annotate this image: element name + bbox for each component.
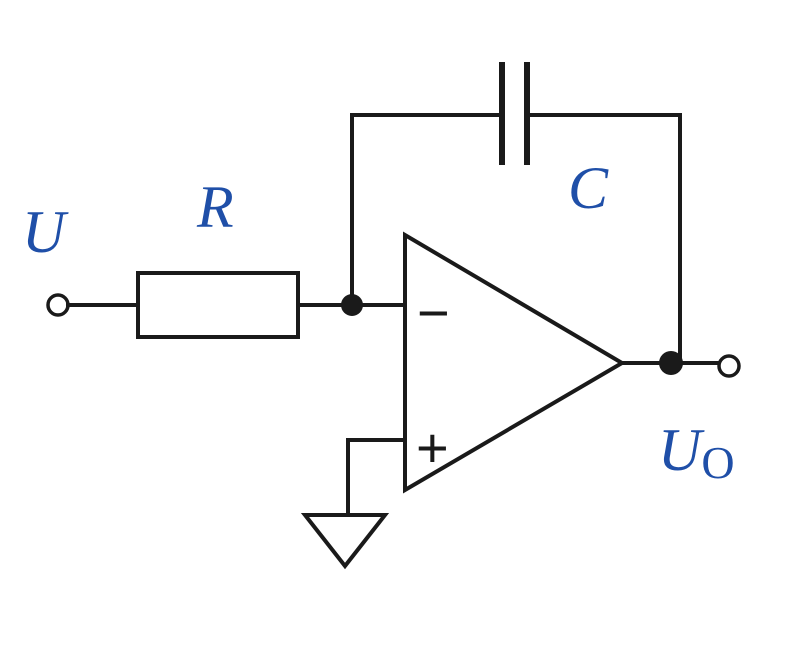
ground-icon	[300, 513, 390, 570]
output-node-dot	[659, 351, 683, 375]
resistor-label: R	[196, 174, 234, 240]
feedback-wire-right	[527, 113, 682, 365]
input-terminal	[46, 293, 70, 317]
output-terminal	[717, 354, 741, 378]
ground-wire	[346, 438, 407, 517]
feedback-wire-left	[350, 113, 502, 307]
capacitor-label: C	[568, 155, 609, 221]
noninverting-input-sign: +	[416, 416, 449, 479]
inverting-input-sign: −	[417, 281, 450, 344]
output-voltage-subscript: O	[701, 437, 734, 488]
output-voltage-main: U	[658, 417, 705, 483]
output-voltage-label: UO	[658, 417, 735, 488]
resistor	[136, 271, 300, 339]
input-voltage-label: U	[22, 199, 69, 265]
opamp-triangle	[403, 231, 626, 494]
